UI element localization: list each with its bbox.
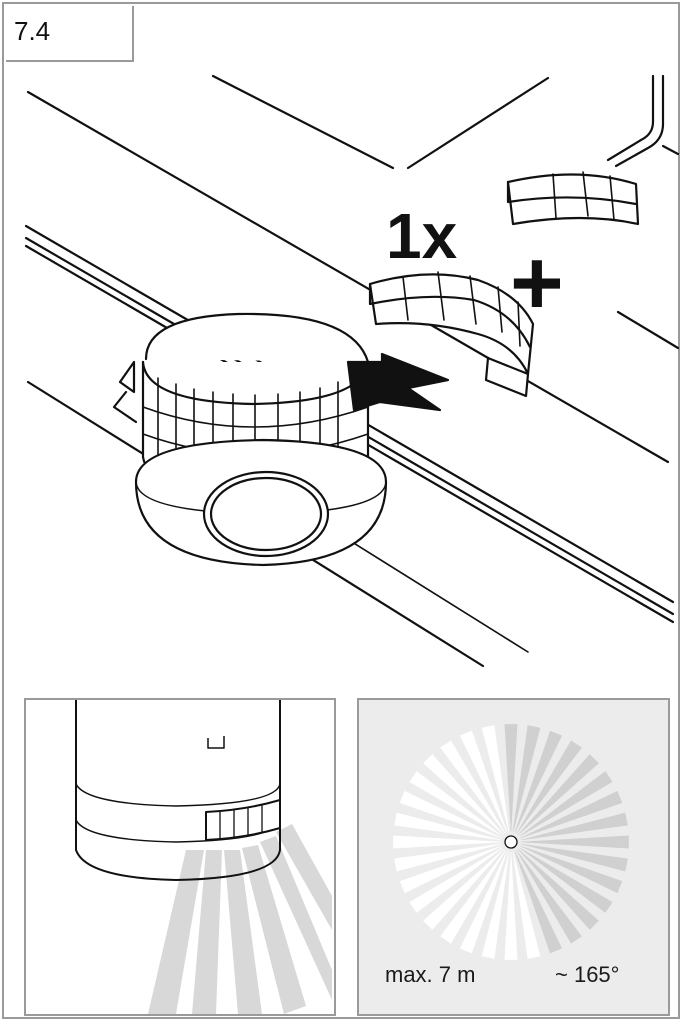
spare-mask-segment-icon — [506, 171, 640, 226]
insert-arrow-icon — [346, 352, 450, 412]
detection-ray — [481, 851, 510, 959]
detection-ray — [512, 725, 541, 833]
detection-rays — [393, 724, 629, 960]
detection-ray — [504, 851, 518, 960]
detection-ray — [394, 843, 502, 872]
main-illustration: 1x + — [24, 74, 680, 668]
masked-sensor-illustration — [75, 700, 332, 1014]
detection-ray — [516, 850, 582, 944]
detection-ray — [520, 790, 623, 839]
detection-ray — [399, 790, 502, 839]
detection-ray — [512, 851, 541, 959]
detection-ray — [514, 730, 563, 833]
detection-ray — [504, 724, 518, 833]
range-label: max. 7 m — [385, 962, 476, 987]
detection-ray — [516, 740, 582, 834]
ceiling-line — [616, 310, 680, 350]
detection-ray — [519, 847, 613, 913]
ceiling-line — [26, 90, 670, 464]
detection-beams — [148, 824, 332, 1014]
detection-ray — [514, 851, 563, 954]
detection-ray — [520, 843, 628, 872]
detection-pattern-diagram — [393, 724, 629, 960]
step-number: 7.4 — [14, 16, 51, 46]
detection-ray — [520, 845, 623, 894]
detection-ray — [440, 740, 506, 834]
detection-ray — [423, 848, 505, 930]
wall-corner — [614, 74, 665, 168]
detection-ray — [440, 850, 506, 944]
detection-pattern-panel: max. 7 m ~ 165° — [357, 698, 670, 1016]
detection-ray — [393, 835, 502, 849]
motion-sensor-icon — [112, 312, 388, 567]
count-label: 1x — [386, 200, 458, 272]
step-label-box: 7.4 — [6, 6, 134, 62]
detection-ray — [520, 835, 629, 849]
detection-ray — [517, 848, 599, 930]
detection-ray — [423, 754, 505, 836]
detection-ray — [399, 845, 502, 894]
detection-ray — [517, 754, 599, 836]
lens-mask-segment-icon — [368, 271, 535, 398]
masked-sensor-detail-panel — [24, 698, 336, 1016]
detection-ray — [519, 771, 613, 837]
detection-ray — [459, 851, 508, 954]
angle-label: ~ 165° — [555, 962, 620, 987]
detection-ray — [394, 812, 502, 841]
sensor-center-icon — [504, 835, 518, 849]
detection-ray — [481, 725, 510, 833]
detection-ray — [520, 812, 628, 841]
detection-ray — [409, 847, 503, 913]
plus-symbol-icon: + — [510, 232, 564, 334]
wall-corner — [606, 74, 655, 162]
detection-ray — [459, 730, 508, 833]
detection-ray — [409, 771, 503, 837]
ceiling-line — [406, 76, 550, 170]
ceiling-line — [211, 74, 395, 170]
